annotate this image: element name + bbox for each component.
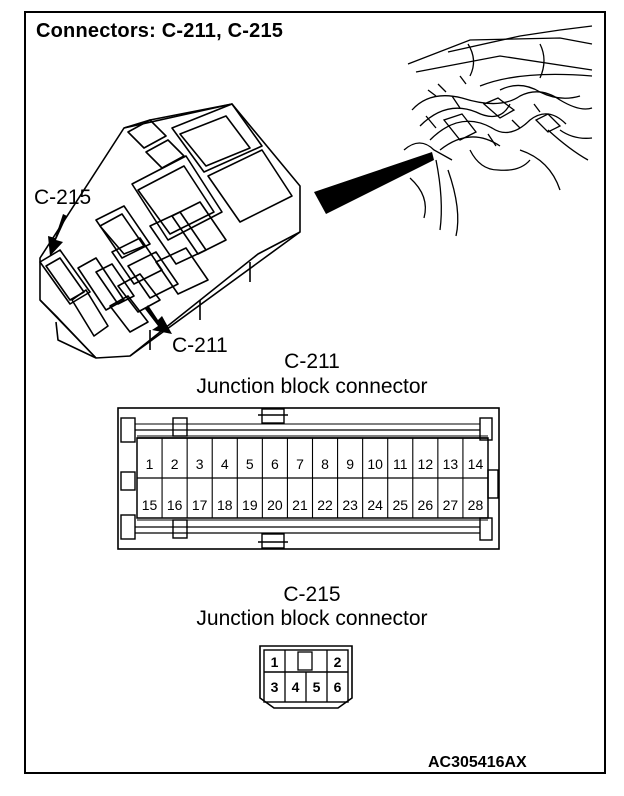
c211-pin-label: 26 [418, 497, 434, 513]
c211-pin-label: 27 [443, 497, 459, 513]
c215-pin-label: 3 [271, 679, 279, 695]
c211-pin-label: 5 [246, 456, 254, 472]
c211-pin-label: 25 [392, 497, 408, 513]
c211-connector-name: Junction block connector [196, 375, 428, 398]
c211-pin-label: 14 [468, 456, 484, 472]
c211-pin-label: 8 [321, 456, 329, 472]
c211-pin-label: 19 [242, 497, 258, 513]
c211-pin-label: 24 [367, 497, 383, 513]
c211-pin-label: 9 [346, 456, 354, 472]
c215-pin-label: 6 [334, 679, 342, 695]
c211-pin-label: 6 [271, 456, 279, 472]
c211-pin-label: 23 [342, 497, 358, 513]
c211-pin-label: 28 [468, 497, 484, 513]
c211-pin-label: 3 [196, 456, 204, 472]
c211-pin-label: 4 [221, 456, 229, 472]
c211-connector-code: C-211 [284, 350, 340, 373]
c211-pin-label: 22 [317, 497, 333, 513]
c211-pin-label: 11 [393, 456, 408, 472]
c211-callout-label: C-211 [172, 334, 228, 357]
c211-pin-label: 12 [418, 456, 434, 472]
c215-connector-code: C-215 [283, 583, 341, 606]
c211-pin-label: 10 [367, 456, 383, 472]
c211-pin-label: 1 [146, 456, 154, 472]
c211-pin-label: 16 [167, 497, 183, 513]
c211-pin-label: 18 [217, 497, 233, 513]
figure-id: AC305416AX [428, 754, 527, 771]
c211-pin-label: 2 [171, 456, 179, 472]
c215-arrow [48, 214, 67, 256]
dashboard-wiring-sketch [403, 25, 593, 237]
c211-pin-label: 7 [296, 456, 304, 472]
c211-pin-label: 13 [443, 456, 459, 472]
c211-pin-label: 15 [142, 497, 158, 513]
c211-arrow [145, 305, 172, 334]
location-pointer [314, 152, 434, 214]
c211-pin-label: 21 [292, 497, 308, 513]
c215-connector-name: Junction block connector [196, 607, 428, 630]
c215-pin-label: 4 [292, 679, 300, 695]
c215-pin-label: 1 [271, 654, 279, 670]
c215-pin-label: 2 [334, 654, 342, 670]
c211-pin-label: 17 [192, 497, 208, 513]
figure-frame [24, 11, 606, 774]
c215-pin-label: 5 [313, 679, 321, 695]
figure-title: Connectors: C-211, C-215 [36, 20, 284, 42]
c211-pin-label: 20 [267, 497, 283, 513]
c215-callout-label: C-215 [34, 186, 92, 209]
